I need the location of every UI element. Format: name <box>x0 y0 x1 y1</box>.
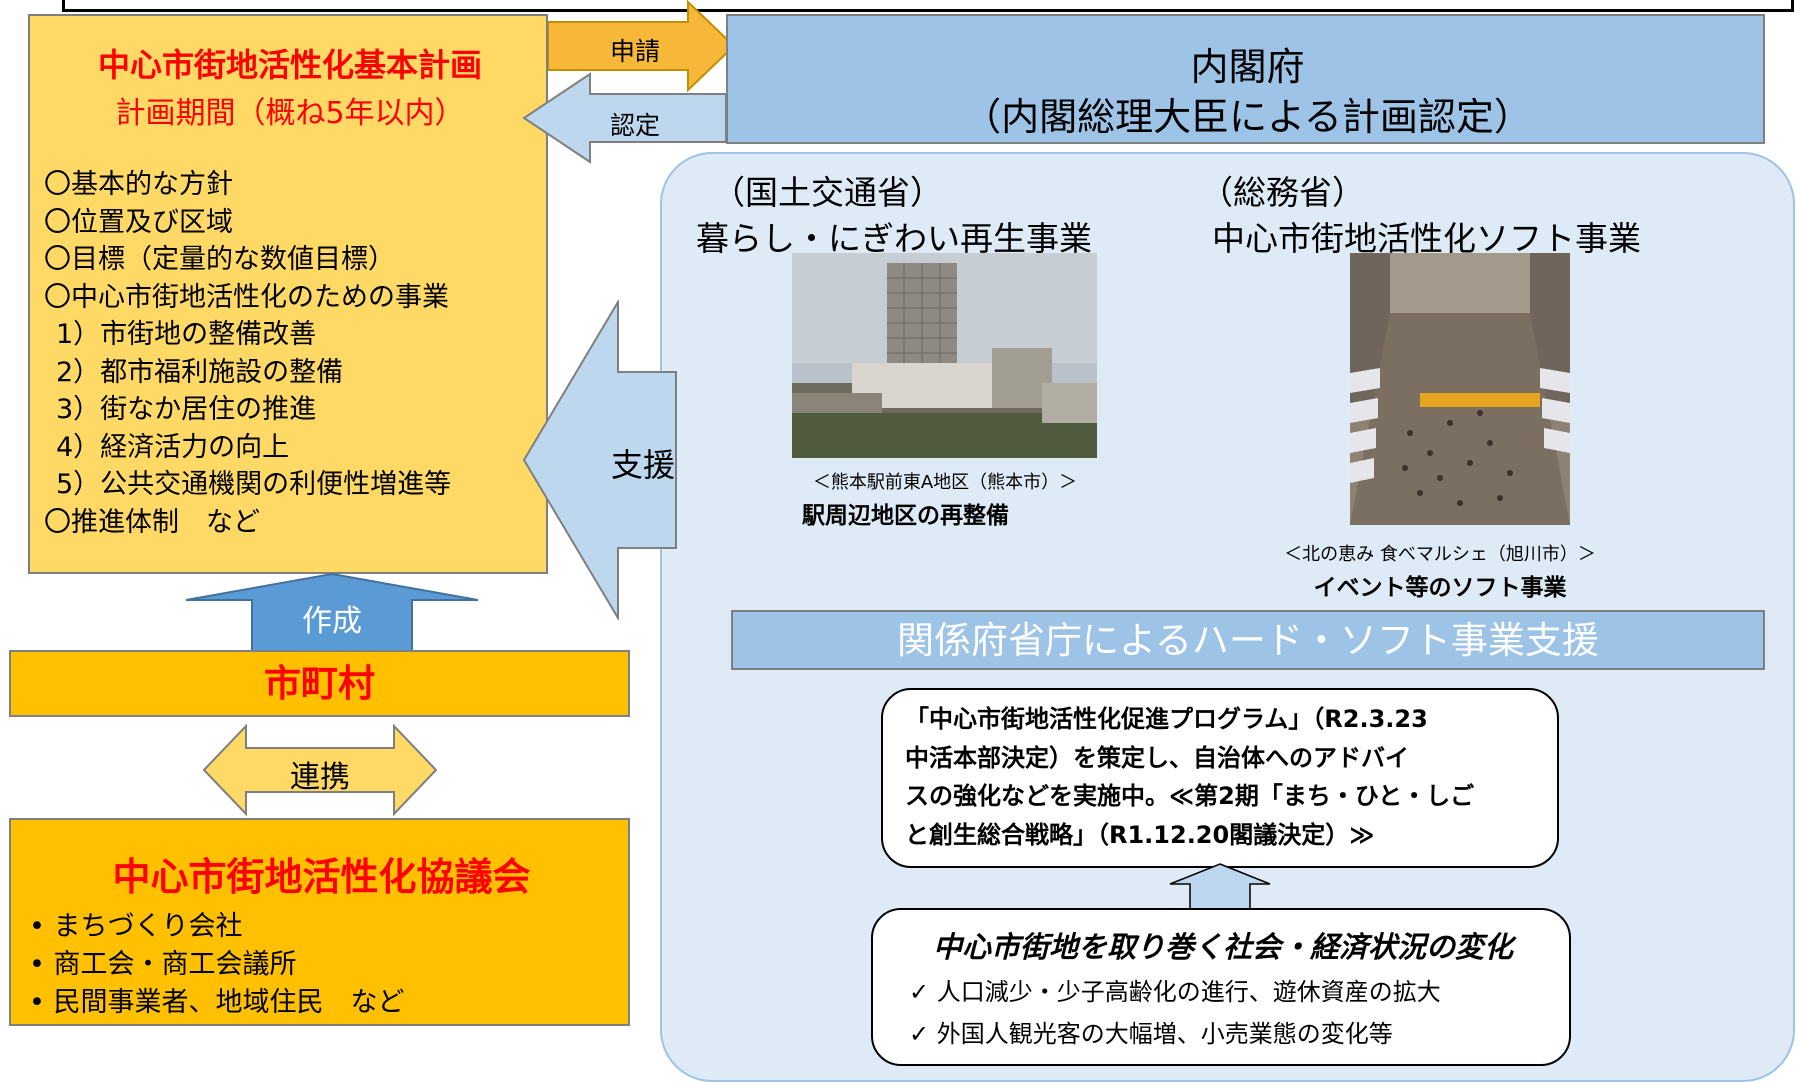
support-label: 支援 <box>610 446 675 484</box>
plan-item: 〇位置及び区域 <box>44 206 233 238</box>
create-label: 作成 <box>302 604 362 639</box>
certify-label: 認定 <box>609 111 660 140</box>
change-item: ✓ 人口減少・少子高齢化の進行、遊休資産の拡大 <box>909 978 1441 1006</box>
left-photo-caption: ＜熊本駅前東A地区（熊本市）＞ <box>812 472 1078 493</box>
plan-item: 〇基本的な方針 <box>44 169 233 200</box>
mlit-ministry-label: （国土交通省） <box>712 173 943 212</box>
council-box: 中心市街地活性化協議会 • まちづくり会社 • 商工会・商工会議所 • 民間事業… <box>9 818 630 1026</box>
program-box: 「中心市街地活性化促進プログラム」（R2.3.23 中活本部決定）を策定し、自治… <box>881 688 1559 868</box>
certify-arrow <box>522 72 727 164</box>
change-title: 中心市街地を取り巻く社会・経済状況の変化 <box>932 930 1513 964</box>
tabemarche-photo <box>1350 253 1570 525</box>
plan-item: 〇推進体制 など <box>44 506 260 538</box>
program-line: と創生総合戦略」（R1.12.20閣議決定）≫ <box>905 820 1375 849</box>
municipality-box: 市町村 <box>9 650 630 717</box>
program-line: スの強化などを実施中。≪第2期「まち・ひと・しご <box>905 782 1475 810</box>
plan-item: 4）経済活力の向上 <box>56 431 290 463</box>
program-line: 「中心市街地活性化促進プログラム」（R2.3.23 <box>905 705 1428 733</box>
plan-item-list: 〇基本的な方針 〇位置及び区域 〇目標（定量的な数値目標） 〇中心市街地活性化の… <box>44 166 451 541</box>
soft-project-name: 中心市街地活性化ソフト事業 <box>1212 219 1641 258</box>
plan-item: 3）街なか居住の推進 <box>56 394 317 425</box>
right-photo-title: イベント等のソフト事業 <box>1313 575 1567 601</box>
change-item: ✓ 外国人観光客の大幅増、小売業態の変化等 <box>909 1020 1393 1048</box>
support-arrow <box>522 300 677 620</box>
plan-title: 中心市街地活性化基本計画 <box>97 46 482 84</box>
plan-item: 5）公共交通機関の利便性増進等 <box>56 469 452 500</box>
ministry-support-banner: 関係府省庁によるハード・ソフト事業支援 <box>731 610 1765 670</box>
plan-item: 1）市街地の整備改善 <box>56 319 317 350</box>
mic-ministry-label: （総務省） <box>1200 173 1365 212</box>
council-member: • まちづくり会社 <box>29 911 243 942</box>
cabinet-role: （内閣総理大臣による計画認定） <box>963 95 1532 139</box>
revitalization-project-name: 暮らし・にぎわい再生事業 <box>696 219 1092 258</box>
cooperate-arrow <box>202 723 438 817</box>
apply-label: 申請 <box>609 37 660 66</box>
council-title: 中心市街地活性化協議会 <box>112 855 531 899</box>
top-frame-line <box>62 0 1794 12</box>
cabinet-name: 内閣府 <box>1190 45 1305 89</box>
plan-item: 〇中心市街地活性化のための事業 <box>44 281 449 313</box>
plan-period: 計画期間（概ね5年以内） <box>115 96 465 131</box>
left-photo-title: 駅周辺地区の再整備 <box>802 503 1009 529</box>
basic-plan-box: 中心市街地活性化基本計画 計画期間（概ね5年以内） 〇基本的な方針 〇位置及び区… <box>28 14 548 574</box>
council-member: • 民間事業者、地域住民 など <box>29 987 405 1018</box>
plan-item: 2）都市福利施設の整備 <box>56 356 344 388</box>
apply-arrow <box>548 0 736 93</box>
cooperate-label: 連携 <box>290 760 350 795</box>
up-arrow <box>1169 863 1271 911</box>
socioeconomic-change-box: 中心市街地を取り巻く社会・経済状況の変化 ✓ 人口減少・少子高齢化の進行、遊休資… <box>871 908 1571 1066</box>
council-member: • 商工会・商工会議所 <box>29 949 297 980</box>
right-photo-caption: ＜北の恵み 食べマルシェ（旭川市）＞ <box>1284 544 1596 565</box>
kumamoto-station-photo <box>792 253 1097 458</box>
plan-item: 〇目標（定量的な数値目標） <box>44 244 395 275</box>
program-line: 中活本部決定）を策定し、自治体へのアドバイ <box>905 743 1409 772</box>
cabinet-office-box: 内閣府 （内閣総理大臣による計画認定） <box>726 14 1765 144</box>
